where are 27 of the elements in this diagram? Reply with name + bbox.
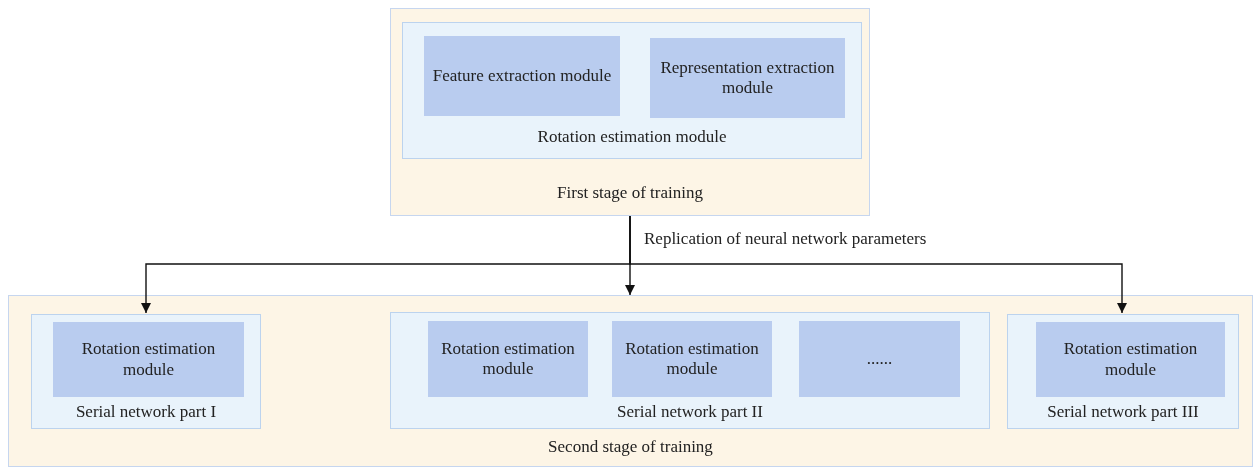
module-box	[612, 321, 772, 397]
module-label: Representation extraction module	[659, 57, 836, 99]
module-group-panel	[390, 312, 990, 429]
module-box	[799, 321, 960, 397]
arrow	[629, 215, 1127, 314]
group-title: First stage of training	[556, 182, 704, 203]
stage-panel	[390, 8, 870, 216]
group-title: Serial network part III	[1046, 401, 1200, 422]
module-label: Feature extraction module	[431, 65, 613, 87]
module-box	[650, 38, 845, 118]
module-label: Rotation estimation module	[440, 338, 576, 380]
group-title: Serial network part I	[74, 401, 218, 422]
module-group-panel	[402, 22, 862, 159]
module-box	[53, 322, 244, 397]
module-box	[1036, 322, 1225, 397]
module-label: Rotation estimation module	[624, 338, 760, 380]
module-label: Rotation estimation module	[1062, 339, 1199, 380]
group-title: Second stage of training	[547, 436, 714, 457]
module-label: ......	[865, 348, 894, 370]
stage-panel	[8, 295, 1253, 467]
module-box	[424, 36, 620, 116]
module-label: Rotation estimation module	[80, 339, 217, 380]
group-title: Rotation estimation module	[536, 126, 728, 147]
module-box	[428, 321, 588, 397]
module-group-panel	[31, 314, 261, 429]
group-title: Serial network part II	[616, 401, 764, 422]
module-group-panel	[1007, 314, 1239, 429]
